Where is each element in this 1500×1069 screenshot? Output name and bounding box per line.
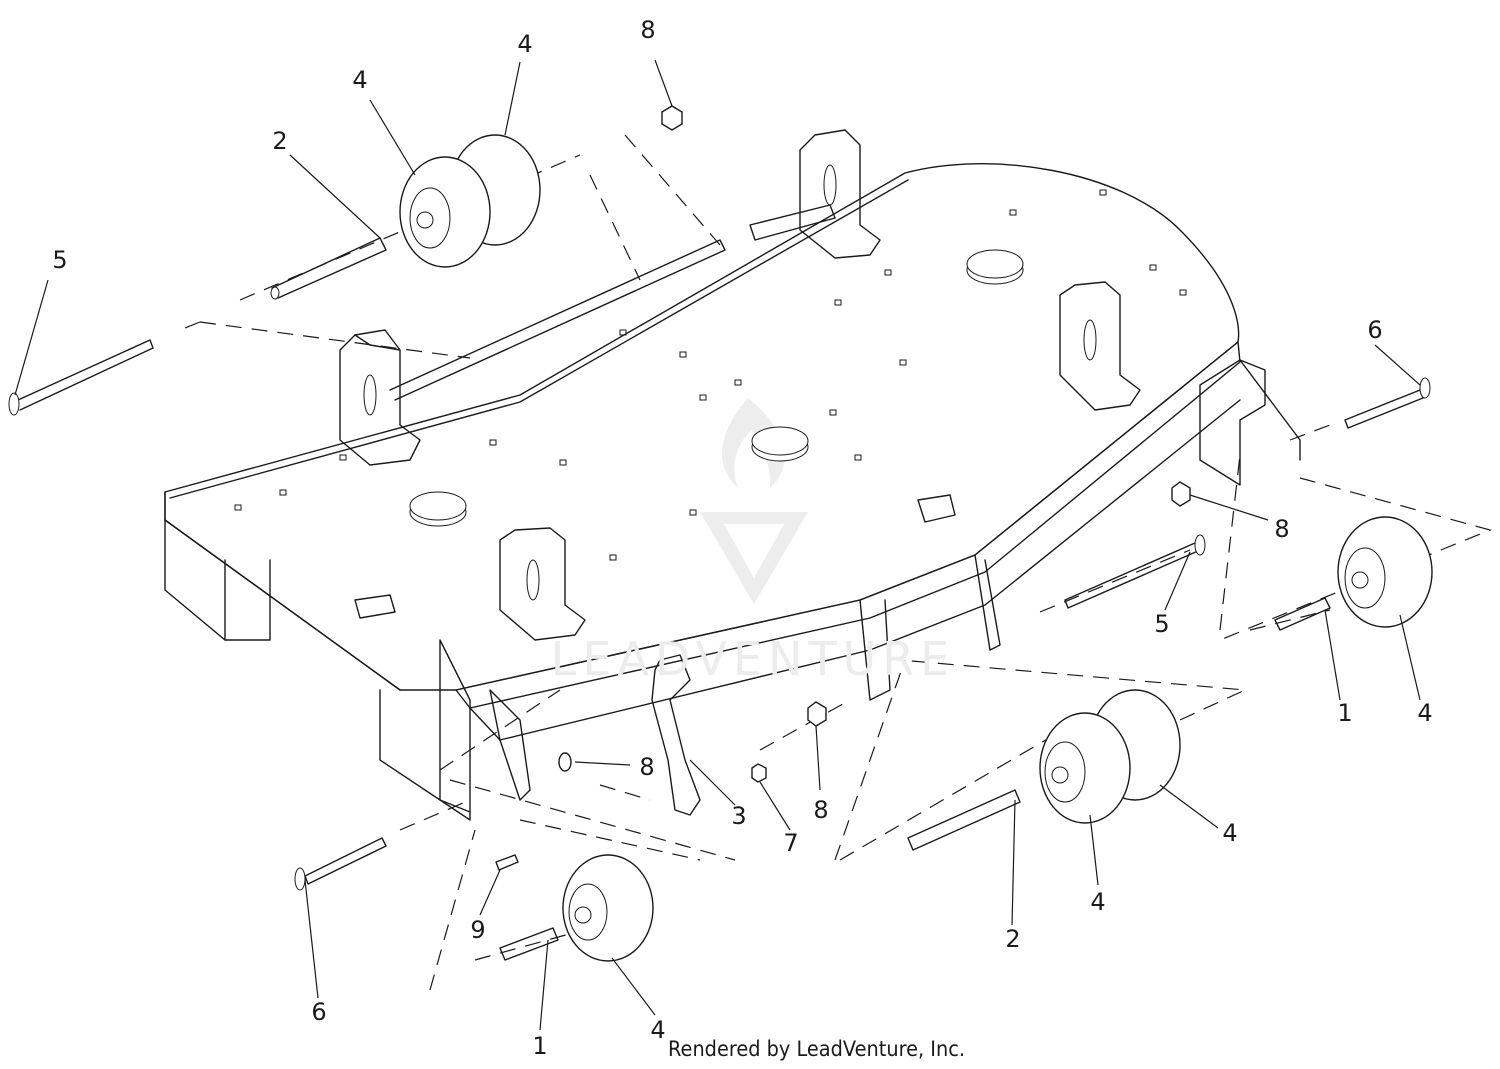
callout-label: 3	[731, 802, 747, 830]
callout-label: 4	[352, 66, 368, 94]
callout-label: 4	[1090, 888, 1106, 916]
callout-label: 4	[1222, 819, 1238, 847]
callout-label: 9	[470, 916, 486, 944]
callout-label: 4	[1417, 699, 1433, 727]
callout-label: 8	[813, 796, 829, 824]
leader-lines	[14, 59, 1421, 1031]
alignment-dashes	[179, 134, 1492, 991]
callout-label: 6	[1367, 316, 1383, 344]
callout-label: 8	[1274, 515, 1290, 543]
bracket-part-3	[651, 654, 701, 816]
callout-label: 1	[1337, 699, 1353, 727]
wheel-rear-left	[399, 134, 541, 268]
render-credit: Rendered by LeadVenture, Inc.	[668, 1037, 965, 1061]
watermark-text: LEADVENTURE	[550, 632, 956, 686]
callout-label: 2	[272, 127, 288, 155]
callout-label: 8	[640, 16, 656, 44]
mower-deck	[164, 129, 1301, 821]
callout-label: 6	[311, 998, 327, 1026]
callout-label: 2	[1005, 925, 1021, 953]
callout-label: 1	[532, 1032, 548, 1060]
wheel-front-left	[562, 854, 654, 962]
callout-label: 4	[517, 30, 533, 58]
wheel-front-right-double	[1039, 689, 1181, 824]
hardware	[8, 105, 1431, 961]
callout-label: 4	[650, 1016, 666, 1044]
callout-label: 7	[783, 829, 799, 857]
wheel-right-front	[1337, 516, 1433, 628]
callout-label: 8	[639, 753, 655, 781]
callout-label: 5	[1154, 610, 1170, 638]
leadventure-logo-watermark	[700, 398, 808, 604]
callout-label: 5	[52, 246, 68, 274]
